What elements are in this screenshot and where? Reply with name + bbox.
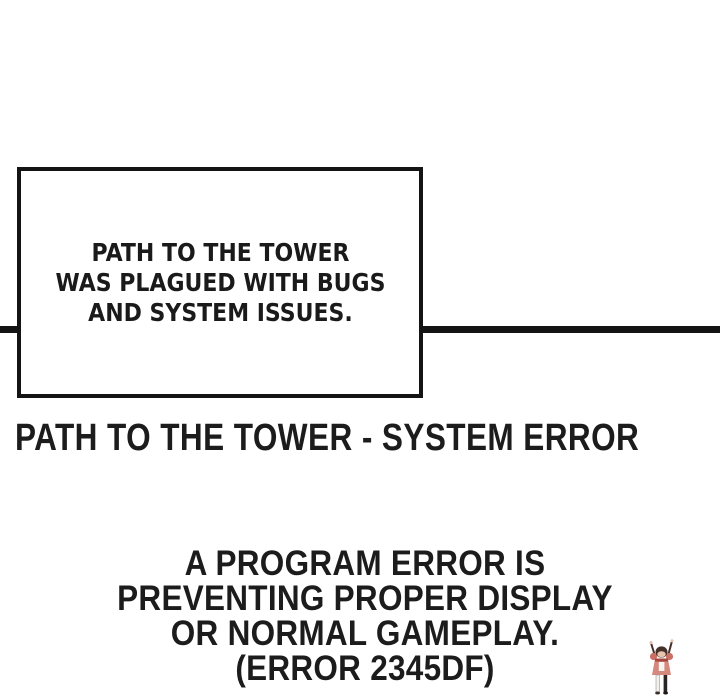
narration-text: PATH TO THE TOWER WAS PLAGUED WITH BUGS … <box>55 238 385 328</box>
narration-line: WAS PLAGUED WITH BUGS <box>55 267 385 297</box>
error-message-line: OR NORMAL GAMEPLAY. <box>170 614 560 653</box>
system-error-title: PATH TO THE TOWER - SYSTEM ERROR <box>15 417 640 459</box>
narration-box: PATH TO THE TOWER WAS PLAGUED WITH BUGS … <box>17 167 423 398</box>
narration-line: PATH TO THE TOWER <box>91 237 349 267</box>
error-code-line: (ERROR 2345DF) <box>235 649 495 688</box>
error-message-line: PREVENTING PROPER DISPLAY <box>117 579 613 618</box>
narration-line: AND SYSTEM ISSUES. <box>87 297 353 327</box>
error-message-block: A PROGRAM ERROR IS PREVENTING PROPER DIS… <box>46 546 685 686</box>
error-message-line: A PROGRAM ERROR IS <box>184 544 546 583</box>
chibi-character-sprite <box>649 639 674 695</box>
